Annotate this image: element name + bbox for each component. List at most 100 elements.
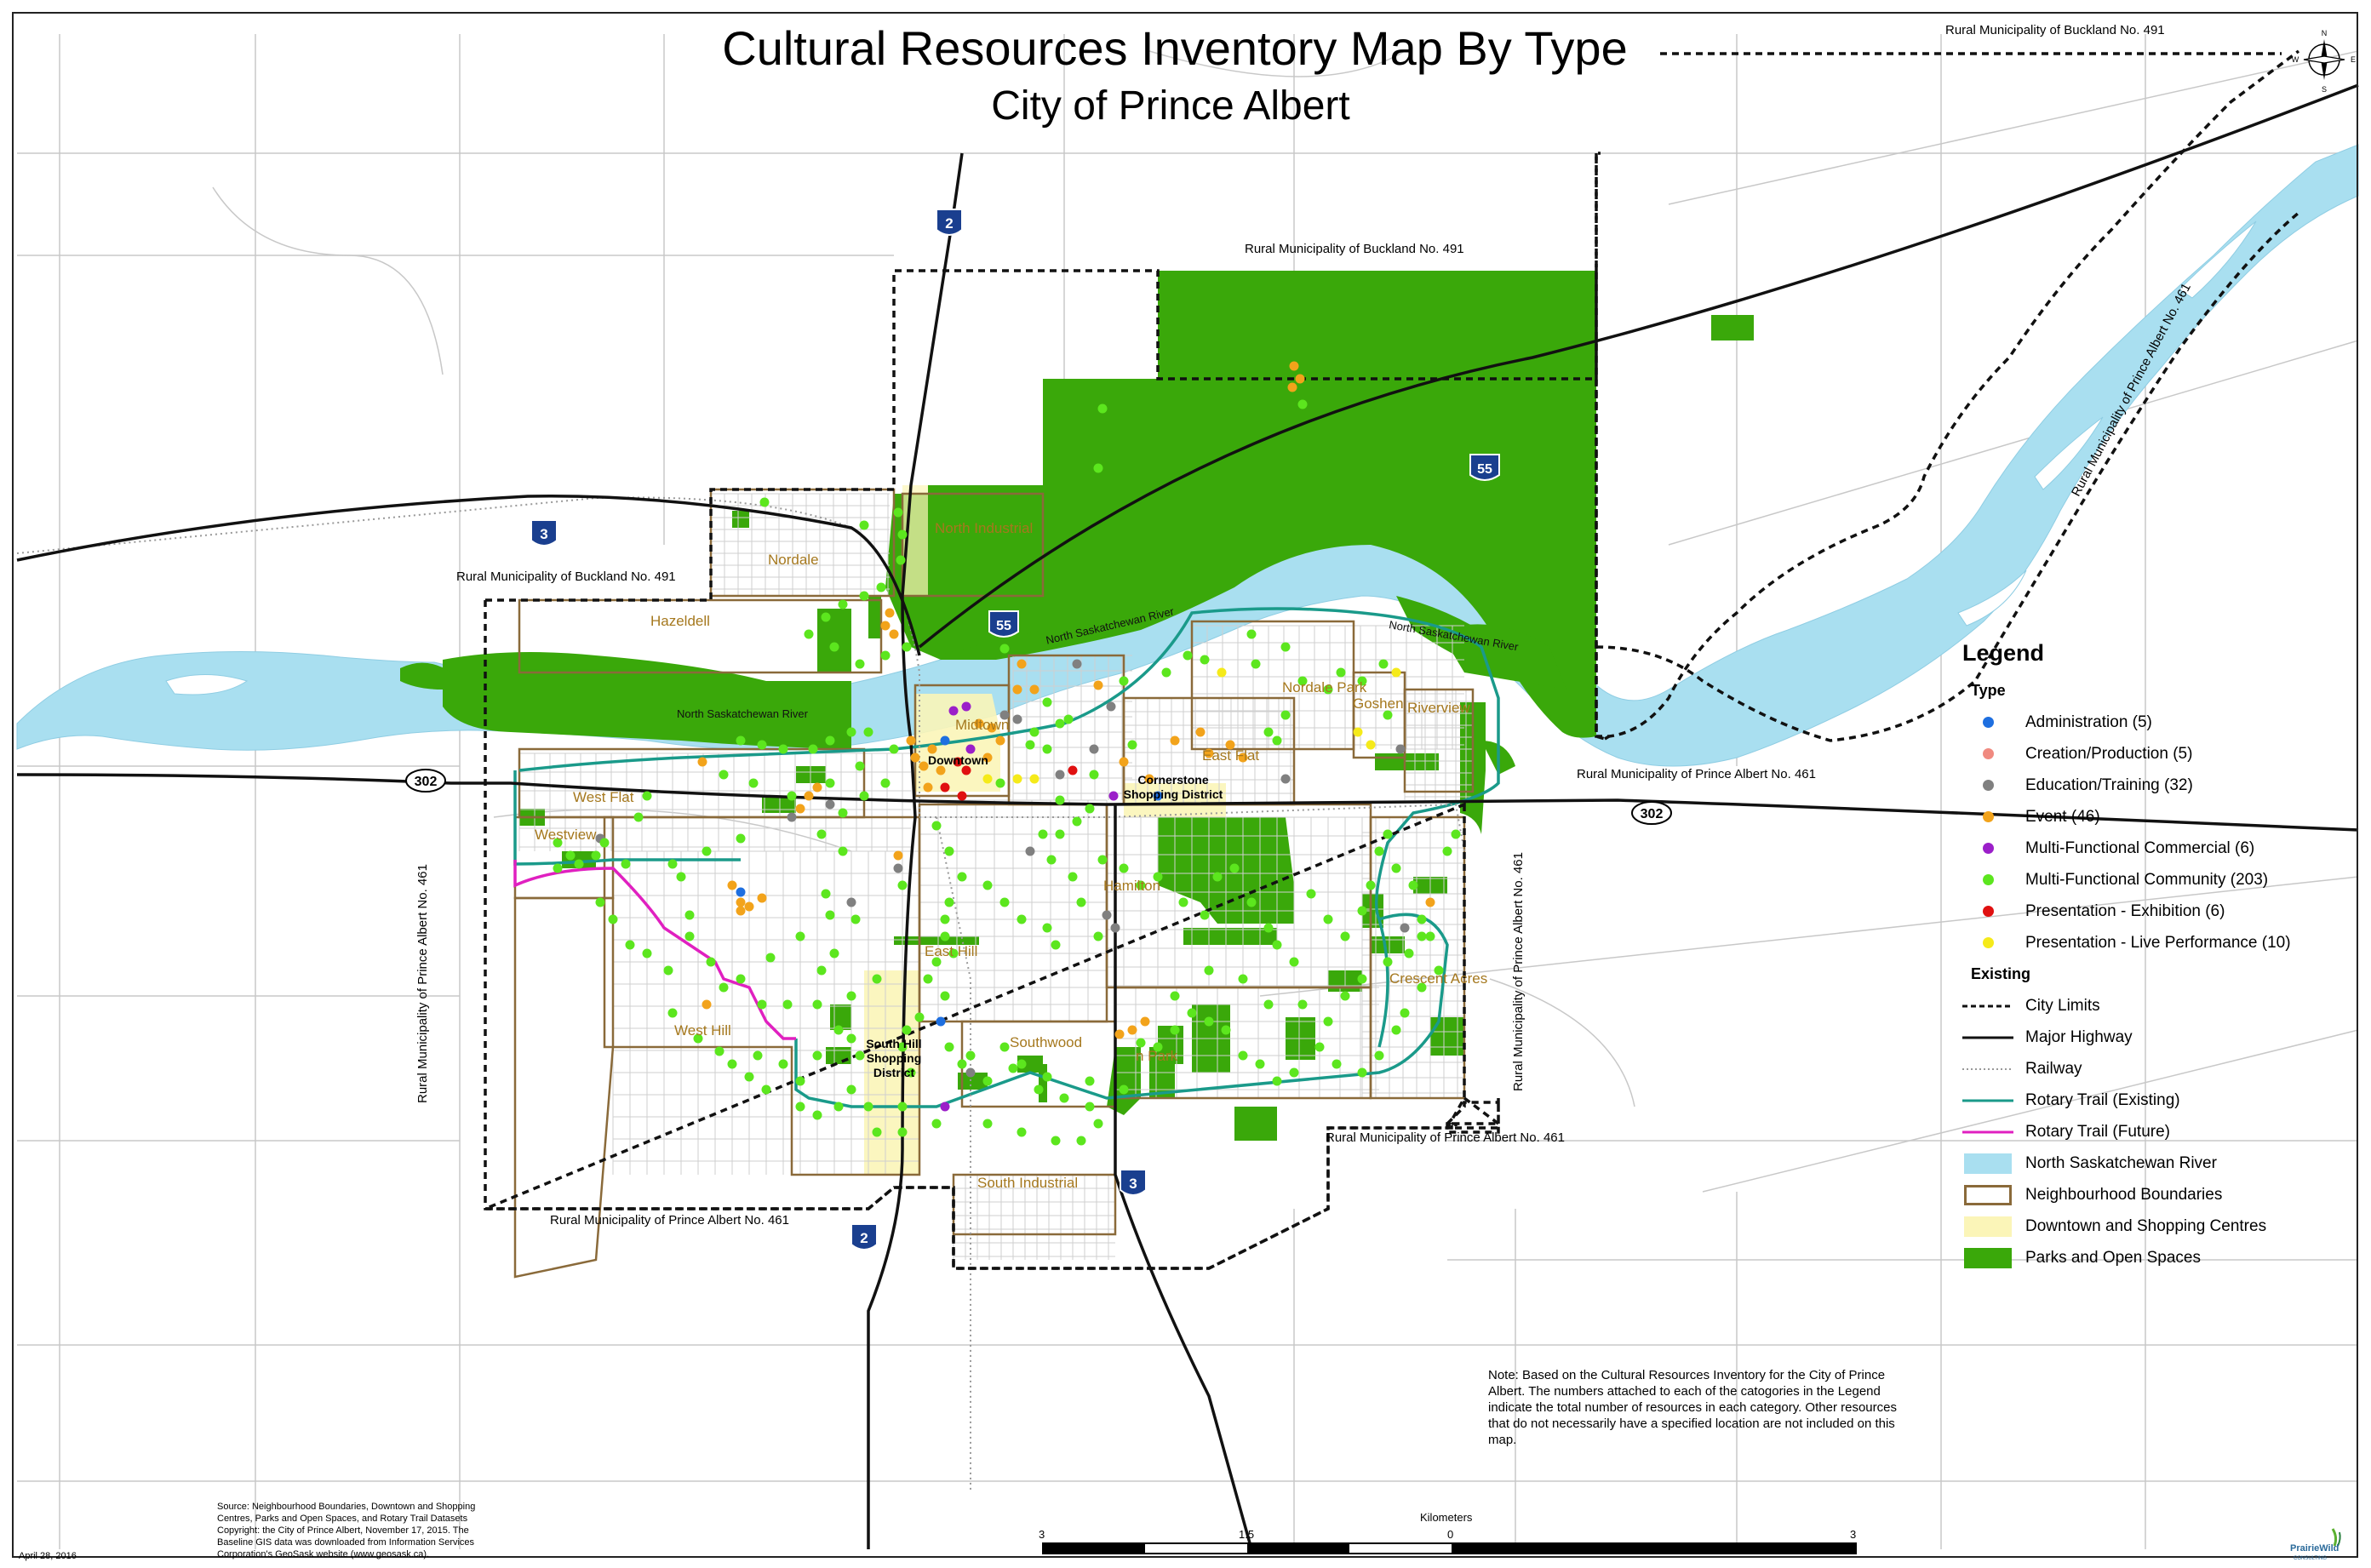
resource-point xyxy=(1046,855,1057,865)
resource-point xyxy=(855,761,865,771)
legend-type-label: Creation/Production (5) xyxy=(2025,744,2193,763)
legend-symbol-icon xyxy=(1962,1153,2013,1174)
resource-point xyxy=(1263,999,1274,1010)
resource-point xyxy=(982,774,993,784)
legend-dot-icon xyxy=(1962,933,2013,953)
label-south-hill-district: South Hill Shopping District xyxy=(866,1037,922,1079)
shield-label: 302 xyxy=(1641,807,1664,821)
resource-point xyxy=(1127,1025,1137,1035)
resource-point xyxy=(1434,965,1444,976)
resource-point xyxy=(982,753,993,763)
resource-point xyxy=(693,1033,703,1044)
resource-point xyxy=(765,953,776,963)
label-rm-buckland-top: Rural Municipality of Buckland No. 491 xyxy=(1945,23,2165,37)
resource-point xyxy=(1221,1025,1231,1035)
resource-point xyxy=(1212,872,1223,882)
resource-point xyxy=(1200,655,1210,665)
resource-point xyxy=(1323,914,1333,924)
shield-label: 2 xyxy=(860,1230,868,1246)
map-note: Note: Based on the Cultural Resources In… xyxy=(1488,1368,1897,1447)
resource-point xyxy=(719,770,729,780)
resource-point xyxy=(778,1059,788,1069)
resource-point xyxy=(863,727,873,737)
resource-point xyxy=(940,1102,950,1112)
resource-point xyxy=(940,782,950,793)
resource-point xyxy=(1391,863,1401,873)
highway-shield-55-east: 55 xyxy=(1469,454,1500,481)
resource-point xyxy=(999,1042,1010,1052)
resource-point xyxy=(1204,965,1214,976)
legend-dot-icon xyxy=(1962,870,2013,890)
resource-point xyxy=(1187,1008,1197,1018)
resource-point xyxy=(757,740,767,750)
resource-point xyxy=(1042,744,1052,754)
resource-point xyxy=(880,778,891,788)
resource-point xyxy=(906,1067,916,1078)
highway-shield-3-south: 3 xyxy=(1120,1169,1147,1196)
resource-point xyxy=(987,723,997,733)
resource-point xyxy=(1059,1093,1069,1103)
resource-point xyxy=(795,1102,805,1112)
resource-point xyxy=(999,644,1010,654)
resource-point xyxy=(684,931,695,941)
legend-type-item: Event (46) xyxy=(1962,801,2328,833)
resource-point xyxy=(1063,714,1074,724)
legend-existing-item: Rotary Trail (Existing) xyxy=(1962,1084,2328,1116)
resource-point xyxy=(1093,931,1103,941)
highway-shield-302-east: 302 xyxy=(1631,801,1672,825)
resource-point xyxy=(821,612,831,622)
label-crescent-park: n Park xyxy=(1136,1048,1178,1064)
label-rm-pa-east: Rural Municipality of Prince Albert No. … xyxy=(1577,767,1816,781)
compass-e: E xyxy=(2351,55,2356,64)
resource-point xyxy=(855,1050,865,1061)
resource-point xyxy=(787,791,797,801)
resource-point xyxy=(1297,676,1308,686)
compass-s: S xyxy=(2322,85,2327,94)
legend-existing-item: City Limits xyxy=(1962,990,2328,1021)
city-limits-north xyxy=(1463,52,2282,1128)
resource-point xyxy=(948,706,959,716)
resource-point xyxy=(1042,923,1052,933)
resource-point xyxy=(965,744,976,754)
resource-point xyxy=(1055,770,1065,780)
resource-point xyxy=(1238,974,1248,984)
resource-point xyxy=(1114,1029,1125,1039)
resource-point xyxy=(944,897,954,907)
resource-point xyxy=(1106,701,1116,712)
legend-symbol-icon xyxy=(1962,1027,2013,1048)
resource-point xyxy=(1093,463,1103,473)
resource-point xyxy=(736,735,746,746)
resource-point xyxy=(1119,1084,1129,1095)
resource-point xyxy=(736,887,746,897)
label-west-hill: West Hill xyxy=(674,1022,731,1039)
resource-point xyxy=(736,833,746,844)
resource-point xyxy=(684,910,695,920)
resource-point xyxy=(812,1110,822,1120)
legend-type-label: Presentation - Exhibition (6) xyxy=(2025,901,2225,920)
resource-point xyxy=(1110,923,1120,933)
resource-point xyxy=(1102,910,1112,920)
resource-point xyxy=(1127,740,1137,750)
resource-point xyxy=(812,782,822,793)
resource-point xyxy=(893,507,903,518)
compass-rose-icon: N S E W xyxy=(2292,29,2356,94)
resource-point xyxy=(982,1119,993,1129)
legend-symbol-icon xyxy=(1962,1247,2013,1268)
resource-point xyxy=(1097,403,1108,414)
resource-point xyxy=(1068,765,1078,775)
resource-point xyxy=(565,850,576,861)
resource-point xyxy=(1383,957,1393,967)
label-east-flat: East Flat xyxy=(1202,747,1260,764)
resource-point xyxy=(885,608,895,618)
label-rm-buckland-west: Rural Municipality of Buckland No. 491 xyxy=(456,569,676,584)
resource-point xyxy=(1366,740,1376,750)
resource-point xyxy=(957,791,967,801)
shield-label: 302 xyxy=(415,775,438,789)
resource-point xyxy=(1340,991,1350,1001)
resource-point xyxy=(1034,1084,1044,1095)
resource-point xyxy=(1153,872,1163,882)
legend-existing-label: Major Highway xyxy=(2025,1027,2133,1046)
resource-point xyxy=(1323,684,1333,695)
resource-point xyxy=(1068,872,1078,882)
resource-point xyxy=(1200,910,1210,920)
